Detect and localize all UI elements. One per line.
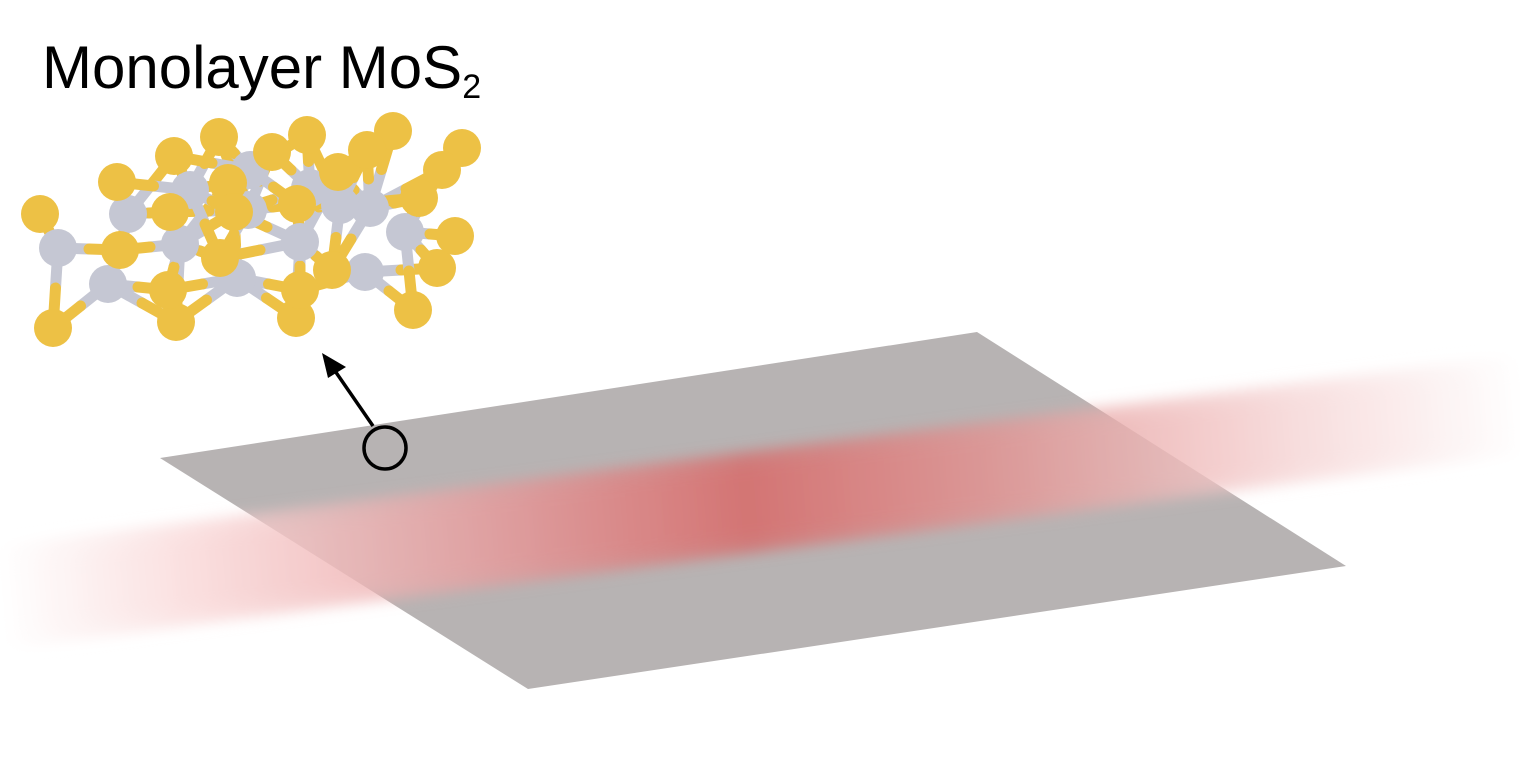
molybdenum-atom (89, 265, 127, 303)
sulfur-atom (277, 299, 315, 337)
laser-beam (0, 354, 1520, 650)
sulfur-atom (21, 195, 59, 233)
title-main-text: Monolayer MoS (42, 34, 463, 101)
molybdenum-atom (161, 225, 199, 263)
sulfur-atom (423, 151, 461, 189)
molybdenum-atom (346, 253, 384, 291)
sulfur-atom (281, 271, 319, 309)
sulfur-atom (436, 217, 474, 255)
sulfur-atom (201, 239, 239, 277)
sulfur-atom (157, 303, 195, 341)
molybdenum-atom (386, 213, 424, 251)
figure-title: Monolayer MoS2 (42, 38, 481, 105)
sulfur-atom (400, 179, 438, 217)
sulfur-atom (418, 249, 456, 287)
sulfur-atom (149, 271, 187, 309)
sulfur-atom (253, 133, 291, 171)
sulfur-atom (278, 185, 316, 223)
sulfur-atom (98, 163, 136, 201)
sulfur-atom (348, 131, 386, 169)
molybdenum-atom (109, 195, 147, 233)
sulfur-atom (151, 193, 189, 231)
sulfur-atom (313, 251, 351, 289)
sulfur-atom (200, 118, 238, 156)
molybdenum-atom (39, 229, 77, 267)
sulfur-atom (394, 291, 432, 329)
sulfur-atom (155, 137, 193, 175)
sulfur-atom (319, 153, 357, 191)
molybdenum-atom (321, 186, 359, 224)
sulfur-atom (34, 309, 72, 347)
sulfur-atom (101, 231, 139, 269)
zoom-arrow (322, 353, 375, 427)
mos2-lattice-structure (21, 112, 481, 347)
position-marker-circle (362, 425, 408, 471)
sulfur-atom (374, 112, 412, 150)
title-subscript: 2 (462, 68, 482, 106)
sulfur-atoms (21, 112, 481, 347)
molybdenum-atom (281, 223, 319, 261)
sulfur-atom (288, 116, 326, 154)
sulfur-atom (215, 193, 253, 231)
sulfur-atom (209, 164, 247, 202)
molybdenum-atom (351, 189, 389, 227)
